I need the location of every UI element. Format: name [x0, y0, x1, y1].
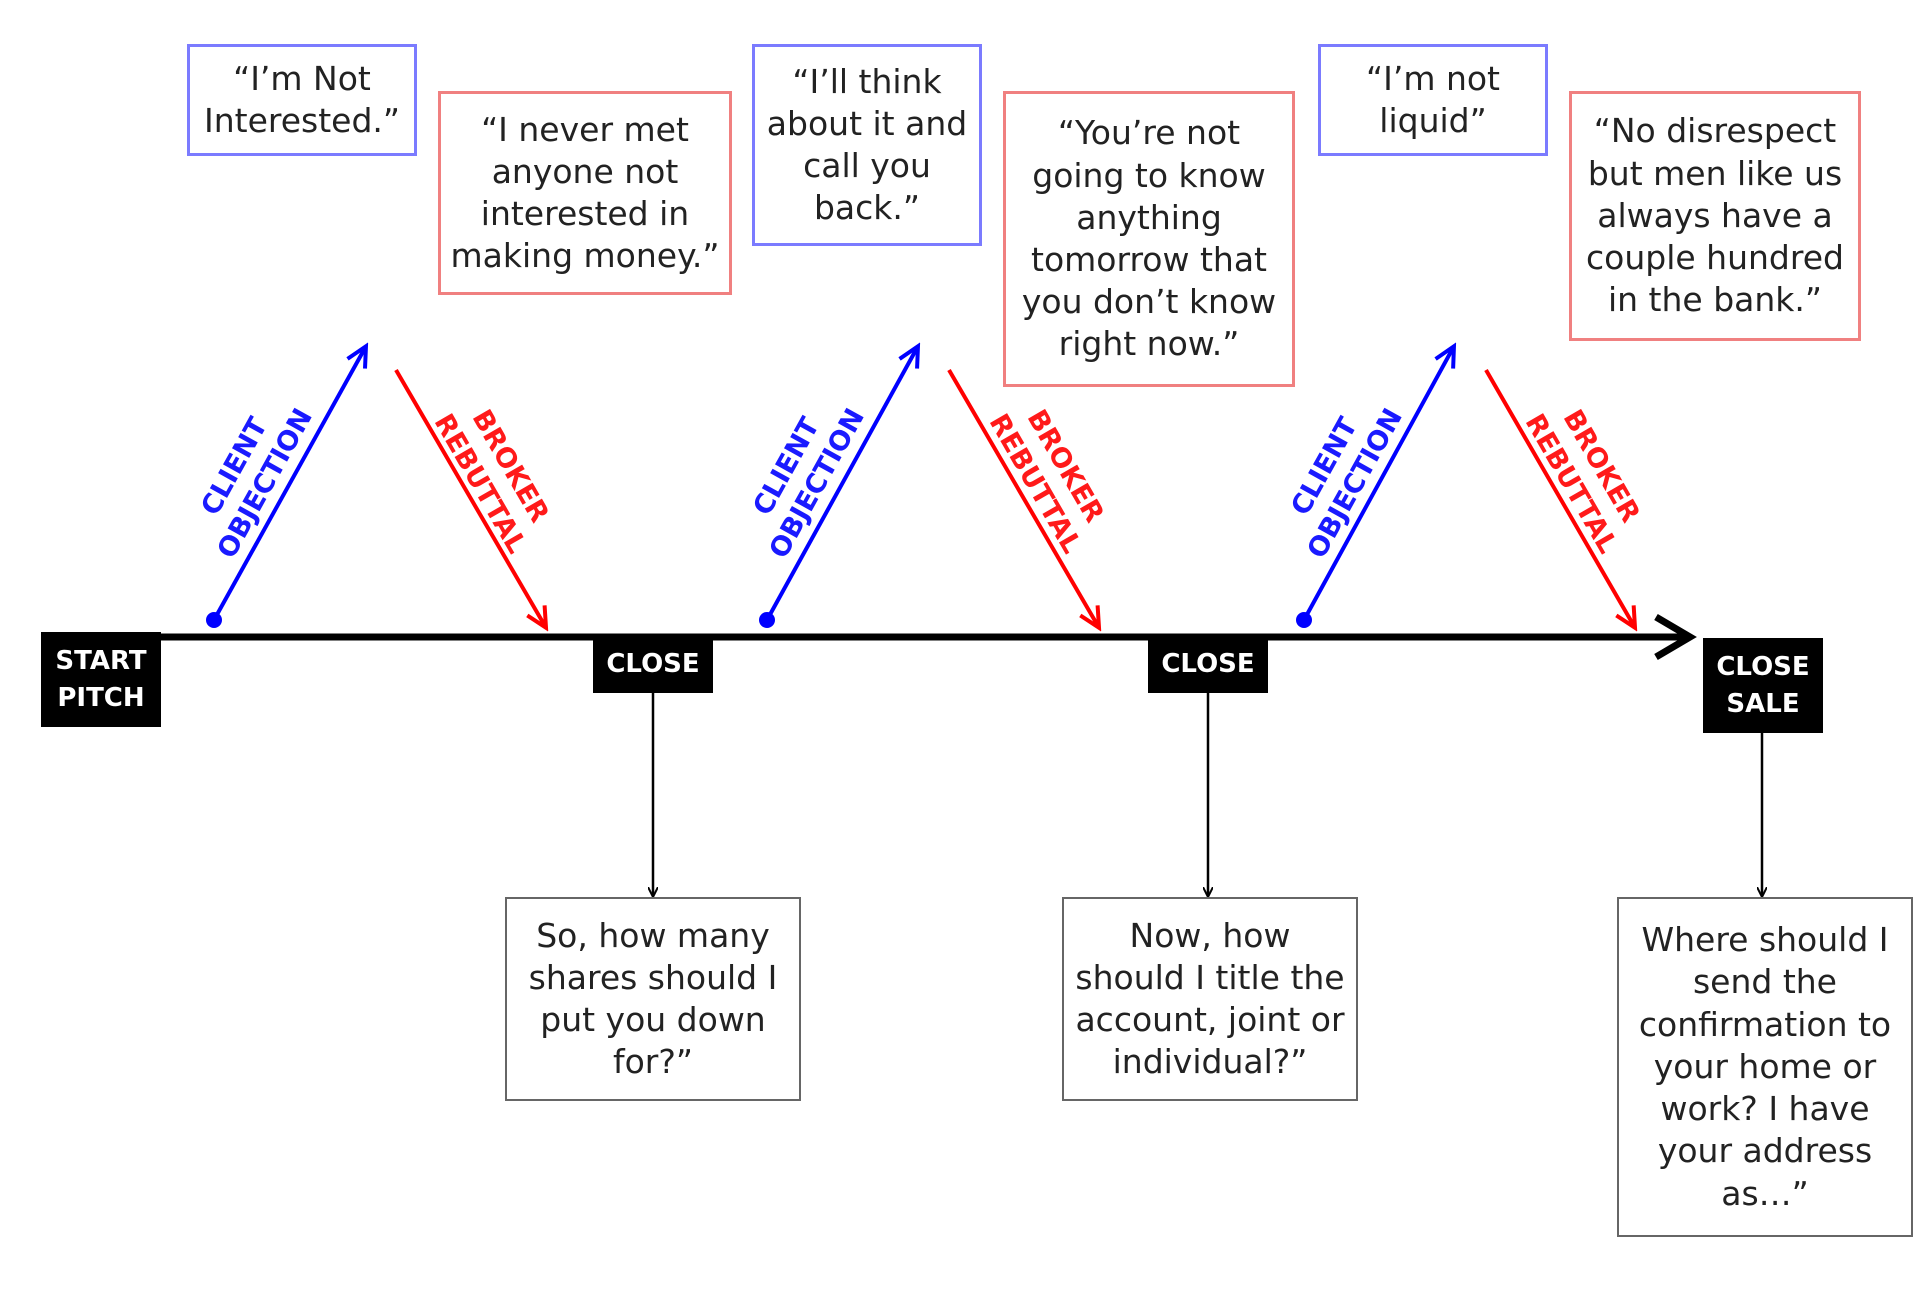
close-question-box: Now, how should I title the account, joi…	[1062, 897, 1358, 1101]
start-pitch-label: START PITCH	[41, 632, 161, 727]
close-question-box: Where should I send the confirmation to …	[1617, 897, 1913, 1237]
client-objection-box: “I’ll think about it and call you back.”	[752, 44, 982, 246]
client-objection-arrow	[1302, 348, 1453, 621]
close-sale-label: CLOSE SALE	[1703, 638, 1823, 733]
client-objection-box: “I’m not liquid”	[1318, 44, 1548, 156]
broker-rebuttal-box: “You’re not going to know anything tomor…	[1003, 91, 1295, 387]
broker-rebuttal-arrow	[1484, 368, 1634, 626]
close-label: CLOSE	[593, 635, 713, 693]
timeline-arrowhead	[1654, 613, 1697, 661]
broker-rebuttal-box: “No disrespect but men like us always ha…	[1569, 91, 1861, 341]
broker-rebuttal-arrow	[947, 368, 1098, 626]
client-objection-arrow	[765, 348, 917, 621]
client-objection-box: “I’m Not Interested.”	[187, 44, 417, 156]
broker-rebuttal-arrow	[394, 368, 545, 626]
client-objection-arrow	[212, 348, 365, 621]
close-label: CLOSE	[1148, 635, 1268, 693]
close-question-box: So, how many shares should I put you dow…	[505, 897, 801, 1101]
broker-rebuttal-box: “I never met anyone not interested in ma…	[438, 91, 732, 295]
